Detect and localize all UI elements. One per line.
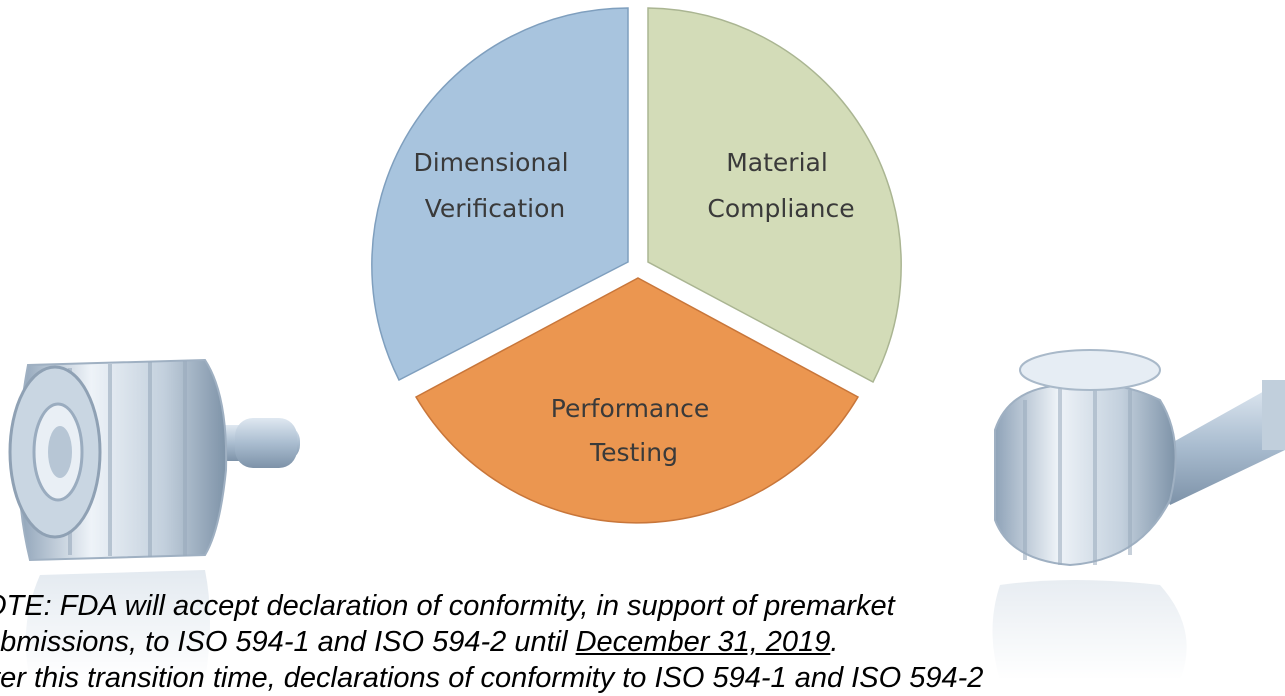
pie-diagram: Dimensional Verification Material Compli… xyxy=(371,7,902,524)
right-connector-image xyxy=(960,349,1285,680)
material-label-line-2: Compliance xyxy=(707,194,854,223)
note-line-2: ubmissions, to ISO 594-1 and ISO 594-2 u… xyxy=(0,624,1285,660)
left-connector-image xyxy=(0,358,320,680)
dimensional-verification-label: Dimensional Verification xyxy=(413,148,576,223)
material-compliance-label: Material Compliance xyxy=(707,148,854,223)
dimensional-verification-segment xyxy=(371,7,629,382)
note-line-2-text: ubmissions, to ISO 594-1 and ISO 594-2 u… xyxy=(0,626,576,658)
performance-label-line-1: Performance xyxy=(551,394,709,423)
material-label-line-1: Material xyxy=(726,148,828,177)
dimensional-label-line-1: Dimensional xyxy=(413,148,568,177)
dimensional-label-line-2: Verification xyxy=(425,194,565,223)
note-line-3: fter this transition time, declarations … xyxy=(0,662,984,694)
note-deadline-date: December 31, 2019 xyxy=(575,626,831,658)
material-compliance-segment xyxy=(647,7,902,384)
note-line-1: OTE: FDA will accept declaration of conf… xyxy=(0,590,895,622)
performance-testing-segment xyxy=(414,277,860,524)
note-line-2-end: . xyxy=(830,626,839,658)
diagram-canvas: Dimensional Verification Material Compli… xyxy=(0,7,1285,680)
performance-label-line-2: Testing xyxy=(589,438,678,467)
performance-testing-label: Performance Testing xyxy=(551,394,717,467)
